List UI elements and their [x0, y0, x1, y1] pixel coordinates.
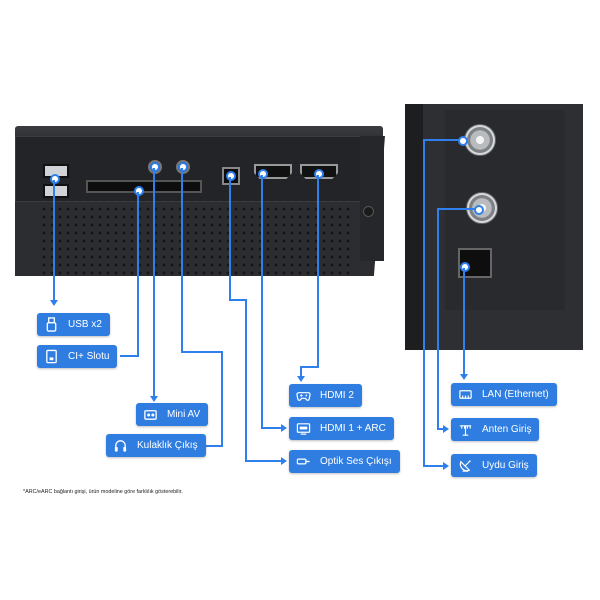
optical-line-c	[245, 299, 247, 461]
label-hdmi1: HDMI 1 + ARC	[289, 417, 394, 440]
ci-line-h	[120, 355, 139, 357]
headphone-line-c	[221, 351, 223, 446]
antenna-line-b	[437, 208, 439, 429]
satellite-line-a	[423, 139, 459, 141]
antenna-line-a	[437, 208, 475, 210]
label-hdmi1-text: HDMI 1 + ARC	[320, 423, 386, 434]
ci-slot	[86, 180, 202, 193]
label-hdmi2: HDMI 2	[289, 384, 362, 407]
usb-line	[53, 180, 55, 300]
antenna-line-c	[437, 428, 443, 430]
label-ci: CI+ Slotu	[37, 345, 118, 368]
lan-line	[463, 268, 465, 374]
headphone-line-b	[181, 351, 223, 353]
optical-line-d	[245, 460, 281, 462]
ci-line	[137, 192, 139, 356]
hdmi2-line-a	[317, 175, 319, 367]
antenna-icon	[456, 422, 474, 437]
connector-dot	[314, 169, 324, 179]
footnote: *ARC/eARC bağlantı girişi, ürün modeline…	[23, 489, 183, 495]
connector-dot	[258, 169, 268, 179]
label-usb-text: USB x2	[68, 319, 102, 330]
hdmi1-arrow	[281, 424, 287, 432]
connector-dot	[474, 205, 484, 215]
label-antenna: Anten Giriş	[451, 418, 540, 441]
connector-dot	[226, 171, 236, 181]
connector-dot	[134, 186, 144, 196]
connector-dot	[458, 136, 468, 146]
ci-card-icon	[42, 349, 60, 364]
satellite-dish-icon	[456, 458, 474, 473]
connector-dot	[178, 162, 188, 172]
label-satellite-text: Uydu Giriş	[482, 460, 529, 471]
headphone-line-d	[205, 445, 223, 447]
lan-arrow	[460, 374, 468, 380]
label-hdmi2-text: HDMI 2	[320, 390, 354, 401]
label-antenna-text: Anten Giriş	[482, 424, 532, 435]
mini-av-icon	[141, 407, 159, 422]
satellite-line-b	[423, 139, 425, 466]
connector-dot	[50, 174, 60, 184]
connector-dot	[150, 162, 160, 172]
hdmi2-line-c	[300, 366, 302, 376]
usb-port-2	[43, 184, 69, 198]
label-optical-text: Optik Ses Çıkışı	[320, 456, 392, 467]
usb-arrow	[50, 300, 58, 306]
headphones-icon	[111, 438, 129, 453]
optical-arrow	[281, 457, 287, 465]
label-lan-text: LAN (Ethernet)	[482, 389, 549, 400]
headphone-line-a	[181, 168, 183, 352]
hdmi-tv-icon	[294, 421, 312, 436]
satellite-line-c	[423, 465, 443, 467]
label-lan: LAN (Ethernet)	[451, 383, 557, 406]
side-panel-edge	[405, 104, 423, 350]
hdmi1-line-b	[261, 427, 281, 429]
label-headphone: Kulaklık Çıkış	[106, 434, 206, 457]
satellite-port	[464, 124, 496, 156]
label-optical: Optik Ses Çıkışı	[289, 450, 400, 473]
mini-av-line	[153, 168, 155, 396]
label-headphone-text: Kulaklık Çıkış	[137, 440, 198, 451]
tv-side-edge	[360, 136, 384, 261]
optical-line-b	[229, 299, 247, 301]
label-ci-text: CI+ Slotu	[68, 351, 110, 362]
label-usb: USB x2	[37, 313, 110, 336]
hdmi2-arrow	[297, 376, 305, 382]
vent-grille	[40, 205, 355, 275]
label-mini-av: Mini AV	[136, 403, 209, 426]
screw	[363, 206, 374, 217]
hdmi2-line-b	[300, 366, 319, 368]
gamepad-icon	[294, 388, 312, 403]
optical-line-a	[229, 177, 231, 300]
usb-stick-icon	[42, 317, 60, 332]
antenna-arrow	[443, 425, 449, 433]
mini-av-arrow	[150, 396, 158, 402]
label-satellite: Uydu Giriş	[451, 454, 537, 477]
satellite-arrow	[443, 462, 449, 470]
hdmi1-line-a	[261, 175, 263, 428]
network-icon	[456, 387, 474, 402]
optical-cable-icon	[294, 454, 312, 469]
connector-dot	[460, 262, 470, 272]
label-mini-av-text: Mini AV	[167, 409, 201, 420]
